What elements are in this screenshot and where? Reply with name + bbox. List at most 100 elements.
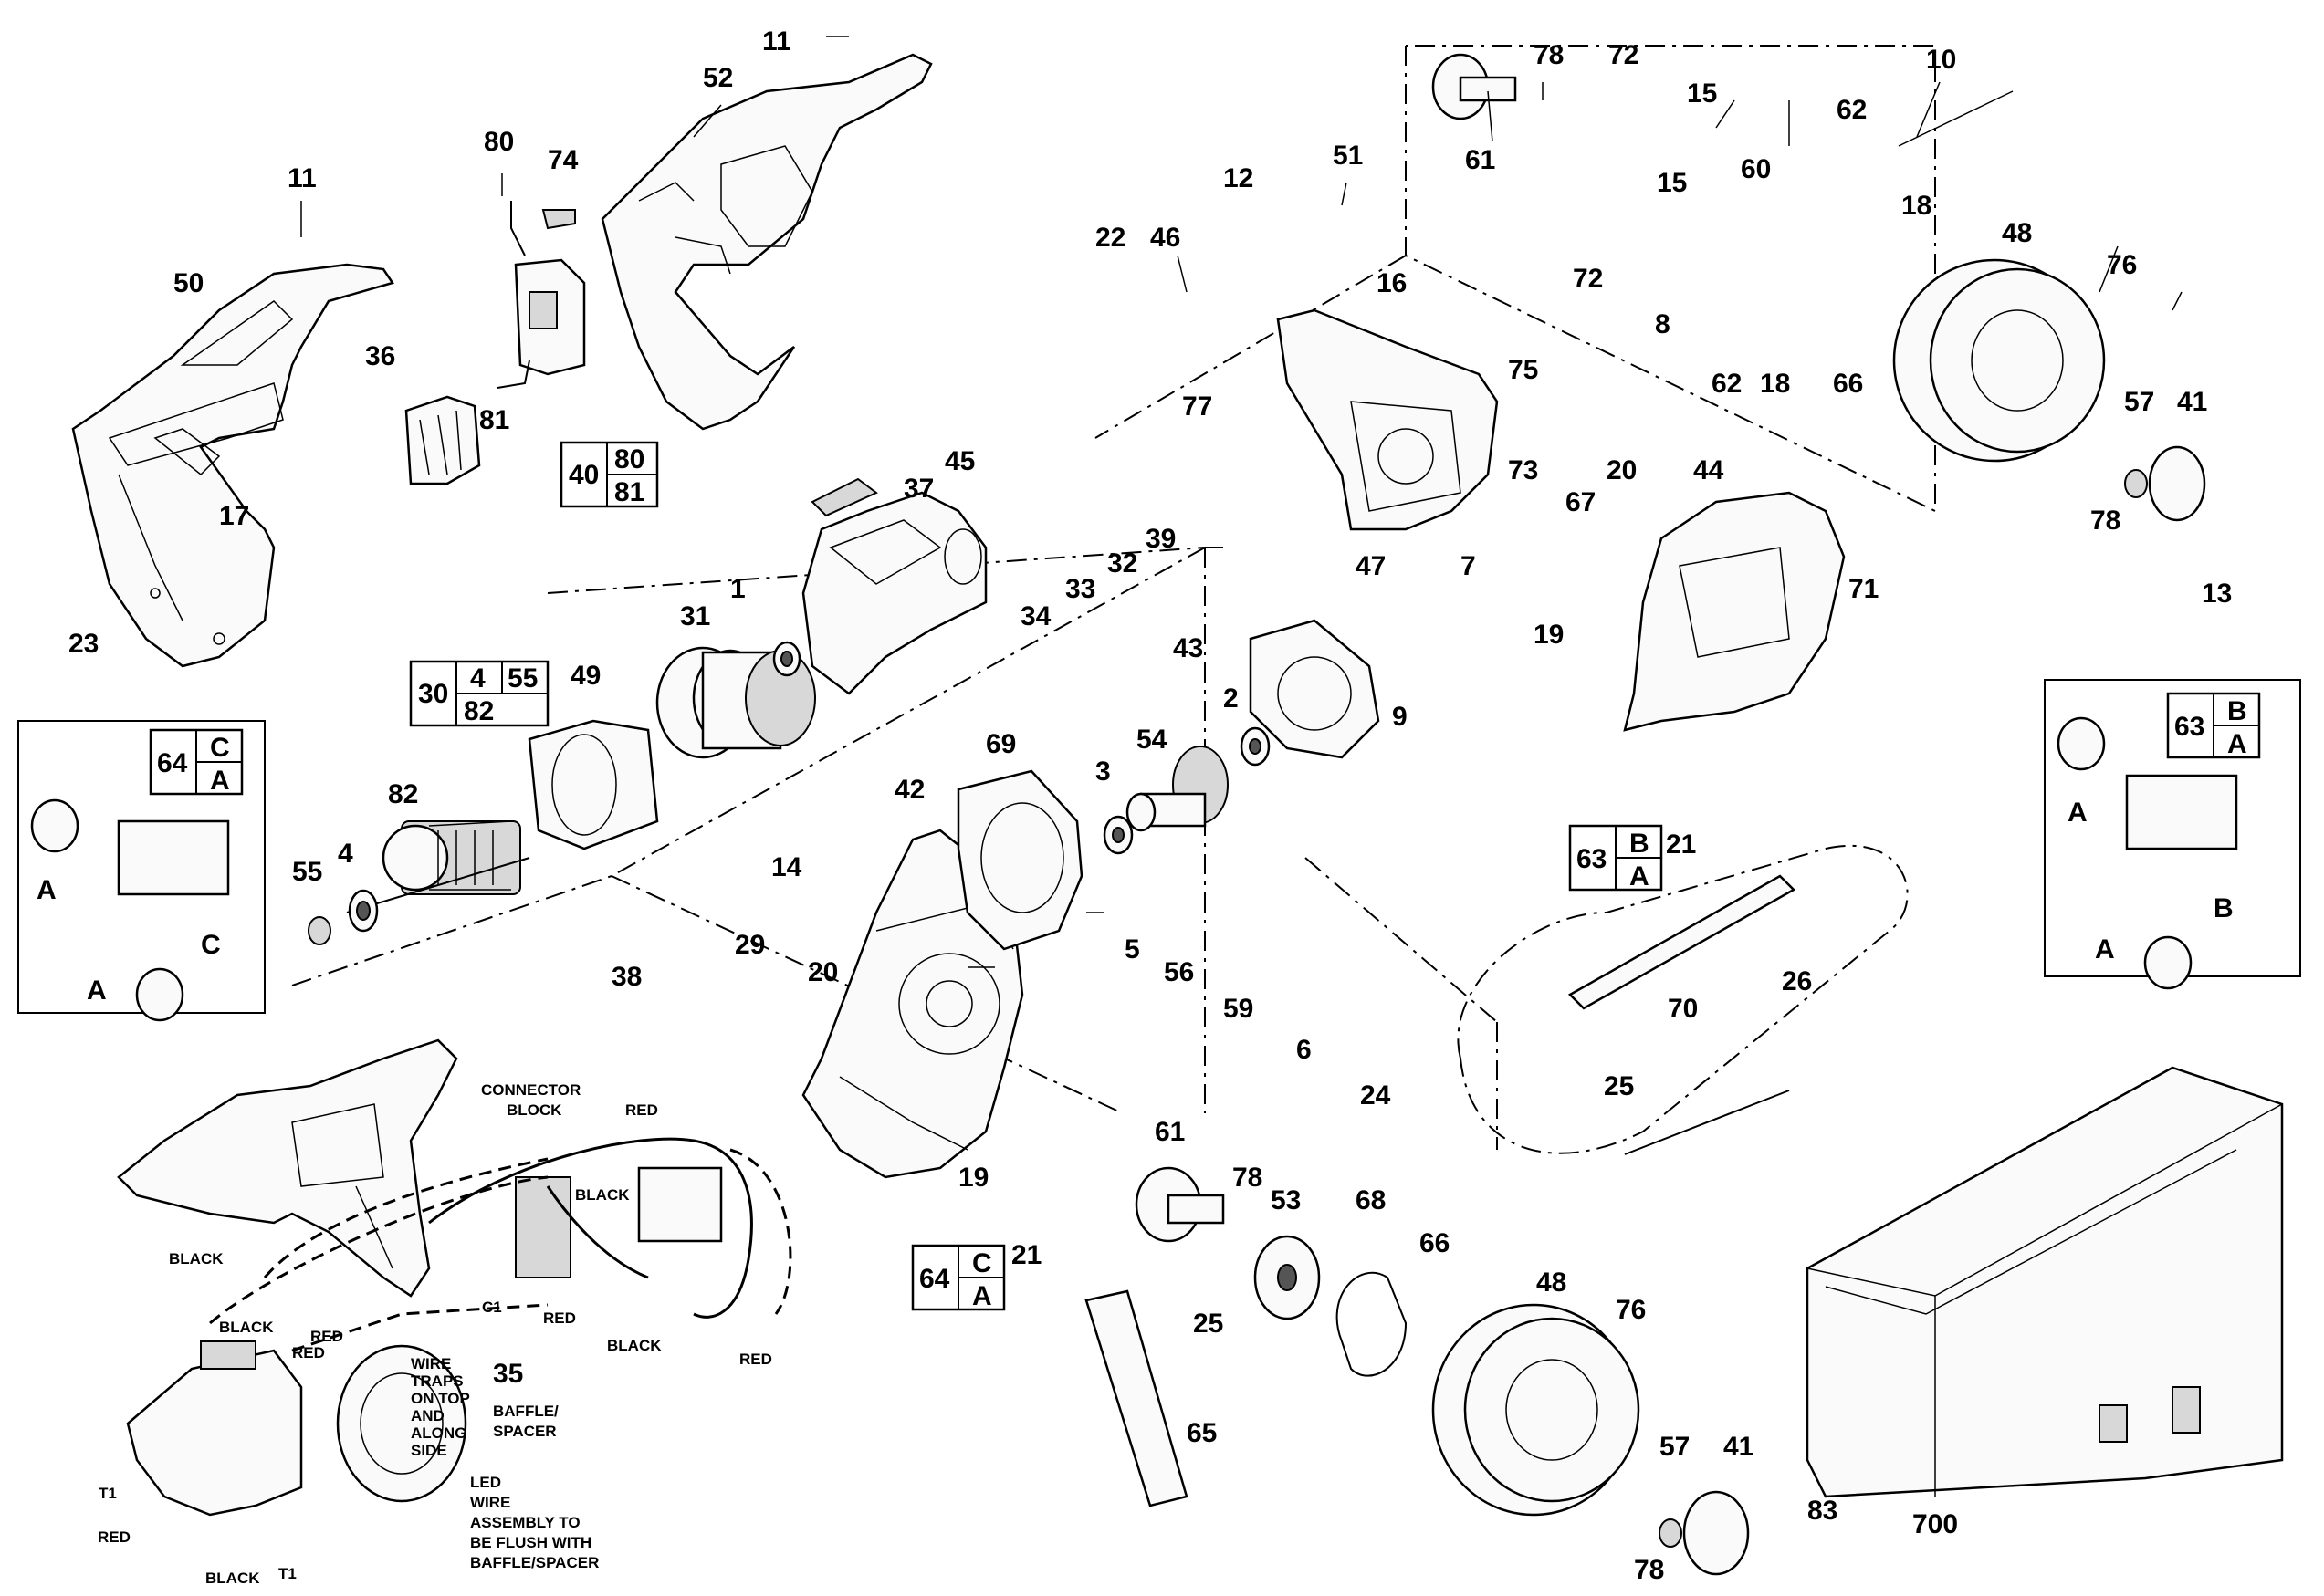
label-8: 8	[1655, 309, 1670, 339]
handle-right-half	[601, 53, 933, 431]
part-labels: 11 11 52 80 74 81 50 36 17 23 12 51 22 4…	[68, 26, 2232, 1585]
label-48-lower: 48	[1536, 1267, 1566, 1298]
label-36: 36	[365, 341, 395, 371]
mount-mid-63: 63	[1576, 844, 1607, 874]
wheel-lower	[1431, 1303, 1750, 1576]
label-35: 35	[493, 1359, 523, 1389]
gear-case-42	[801, 829, 1024, 1179]
label-31: 31	[680, 601, 710, 631]
armature-kit-30: 30	[418, 679, 448, 709]
label-61-lower: 61	[1155, 1117, 1185, 1147]
label-78-lower: 78	[1232, 1163, 1262, 1193]
wire-traps-2: TRAPS	[411, 1372, 464, 1390]
label-48-top: 48	[2002, 218, 2032, 248]
label-53: 53	[1271, 1185, 1301, 1215]
label-700: 700	[1912, 1509, 1958, 1539]
label-7: 7	[1460, 551, 1476, 581]
label-82: 82	[388, 779, 418, 809]
wire-black-2: BLACK	[169, 1250, 224, 1267]
label-62-b: 62	[1712, 369, 1742, 399]
terminal-t1-b: T1	[278, 1565, 297, 1582]
terminal-c1: C1	[482, 1299, 502, 1316]
label-47: 47	[1356, 551, 1386, 581]
label-24: 24	[1360, 1080, 1391, 1111]
label-60: 60	[1741, 154, 1771, 184]
label-11-left: 11	[288, 163, 317, 193]
label-45: 45	[945, 446, 975, 476]
cover-43	[1249, 619, 1380, 759]
wire-red-5: RED	[98, 1528, 131, 1546]
label-17: 17	[219, 501, 249, 531]
kit-box-mount-left: 64 C A	[149, 728, 244, 796]
foot-65	[1084, 1289, 1188, 1507]
switch-kit-40: 40	[569, 460, 599, 490]
wire-red-3: RED	[543, 1309, 576, 1327]
label-70: 70	[1668, 994, 1698, 1024]
label-20-top: 20	[1607, 455, 1637, 485]
label-80: 80	[484, 127, 514, 157]
spindle-61	[1135, 1166, 1225, 1243]
motor-housing	[801, 477, 988, 695]
mount-center-C: C	[972, 1248, 992, 1278]
label-55: 55	[292, 857, 322, 887]
inset-right-a1: A	[2068, 798, 2088, 828]
inset-right	[2044, 679, 2301, 990]
label-25-lower: 25	[1193, 1309, 1223, 1339]
gasket-69	[957, 769, 1083, 951]
label-20-mid: 20	[808, 957, 838, 987]
armature-kit-55: 55	[508, 663, 538, 694]
field-sleeve	[655, 646, 816, 759]
wire-red-2: RED	[739, 1351, 772, 1368]
label-41-lower: 41	[1723, 1432, 1753, 1462]
wire-black-1: BLACK	[575, 1186, 630, 1204]
label-83: 83	[1807, 1496, 1837, 1526]
mount-mid-B: B	[1629, 829, 1649, 859]
chain-section	[1624, 1090, 1790, 1155]
wire-black-5: BLACK	[205, 1570, 260, 1587]
wheel-upper	[1892, 258, 2206, 522]
leader-lines	[300, 36, 2183, 968]
label-9: 9	[1392, 702, 1408, 732]
label-13: 13	[2202, 579, 2232, 609]
label-12: 12	[1223, 163, 1253, 193]
switch-assembly	[497, 201, 586, 389]
label-72-top: 72	[1608, 40, 1638, 70]
label-67: 67	[1565, 487, 1596, 517]
label-44: 44	[1693, 455, 1724, 485]
label-66-top: 66	[1833, 369, 1863, 399]
label-25-right: 25	[1604, 1071, 1634, 1101]
label-51: 51	[1333, 141, 1363, 171]
kit-box-armature: 30 4 55 82	[409, 660, 550, 727]
label-21-mid2: 21	[1011, 1240, 1042, 1270]
baffle-1: BAFFLE/	[493, 1403, 559, 1420]
kit-box-mount-mid: 63 B A	[1568, 824, 1663, 892]
label-61-upper: 61	[1465, 145, 1495, 175]
label-57-lower: 57	[1659, 1432, 1690, 1462]
label-16: 16	[1377, 268, 1407, 298]
label-73: 73	[1508, 455, 1538, 485]
label-62-top: 62	[1837, 95, 1867, 125]
wiring-switch	[515, 1166, 723, 1278]
label-33: 33	[1065, 574, 1095, 604]
led-note-1: LED	[470, 1474, 501, 1491]
label-77: 77	[1182, 391, 1212, 422]
armature-82	[346, 820, 530, 913]
wiring-motor	[126, 1340, 467, 1517]
belt-68	[1335, 1271, 1408, 1377]
label-38: 38	[612, 962, 642, 992]
label-26: 26	[1782, 966, 1812, 996]
led-note-3: ASSEMBLY TO	[470, 1514, 581, 1531]
mount-center-A: A	[972, 1281, 992, 1311]
bearings-small	[772, 641, 1271, 855]
label-65: 65	[1187, 1418, 1217, 1448]
mount-mid-A: A	[1629, 861, 1649, 892]
label-14: 14	[771, 852, 802, 882]
wire-red-4: RED	[292, 1344, 325, 1361]
led-note-4: BE FLUSH WITH	[470, 1534, 591, 1551]
label-76-top: 76	[2107, 250, 2137, 280]
cover-44	[1623, 491, 1846, 732]
label-2: 2	[1223, 683, 1239, 714]
mount-left-C: C	[210, 733, 230, 763]
wire-traps-3: ON TOP	[411, 1390, 470, 1407]
